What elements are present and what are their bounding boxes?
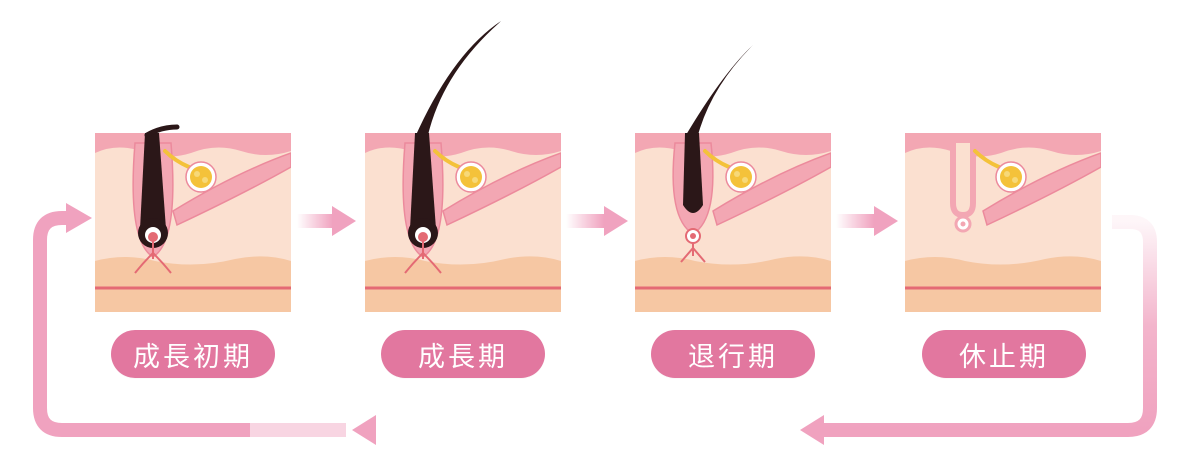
fat-layer (635, 256, 831, 312)
cycle-loop (33, 203, 1157, 445)
hair-root (140, 133, 166, 241)
skin-panel-telogen (905, 133, 1101, 312)
stage-label-3: 退行期 (651, 330, 815, 378)
sebaceous-duct (163, 149, 191, 169)
stage-label-2: 成長期 (381, 330, 545, 378)
sebaceous-duct (973, 149, 1001, 169)
stage-label-text: 休止期 (959, 341, 1049, 373)
stage-label-text: 成長期 (418, 341, 508, 373)
arrector-pili-muscle (442, 152, 561, 227)
hair-root (410, 133, 436, 241)
hair-shaft (416, 21, 501, 135)
stage-arrows (297, 206, 898, 236)
arrector-pili-muscle (982, 152, 1101, 227)
skin-panel-anagen (365, 21, 561, 312)
arrow-1 (297, 206, 356, 236)
sebaceous-duct (433, 149, 461, 169)
stage-label-text: 成長初期 (133, 341, 253, 373)
fat-layer (95, 256, 291, 312)
skin-panel-catagen (635, 45, 831, 312)
loop-right-segment (820, 215, 1157, 437)
loop-arrowhead-3 (66, 203, 92, 233)
stage-label-4: 休止期 (922, 330, 1086, 378)
empty-follicle (950, 143, 976, 219)
arrector-pili-muscle (712, 152, 831, 227)
sebaceous-duct (703, 149, 731, 169)
loop-arrowhead-1 (800, 415, 824, 445)
loop-left-segment (33, 211, 346, 437)
arrector-pili-muscle (172, 152, 291, 227)
arrow-2 (566, 206, 628, 236)
arrow-3 (836, 206, 898, 236)
stage-label-1: 成長初期 (111, 330, 275, 378)
hair-shaft (686, 45, 753, 135)
hair-shaft (144, 124, 180, 138)
hair-root (683, 133, 703, 213)
stage-label-text: 退行期 (688, 341, 778, 373)
fat-layer (365, 256, 561, 312)
loop-arrowhead-2 (352, 415, 376, 445)
fat-layer (905, 256, 1101, 312)
skin-panel-anagen-early (95, 124, 291, 312)
